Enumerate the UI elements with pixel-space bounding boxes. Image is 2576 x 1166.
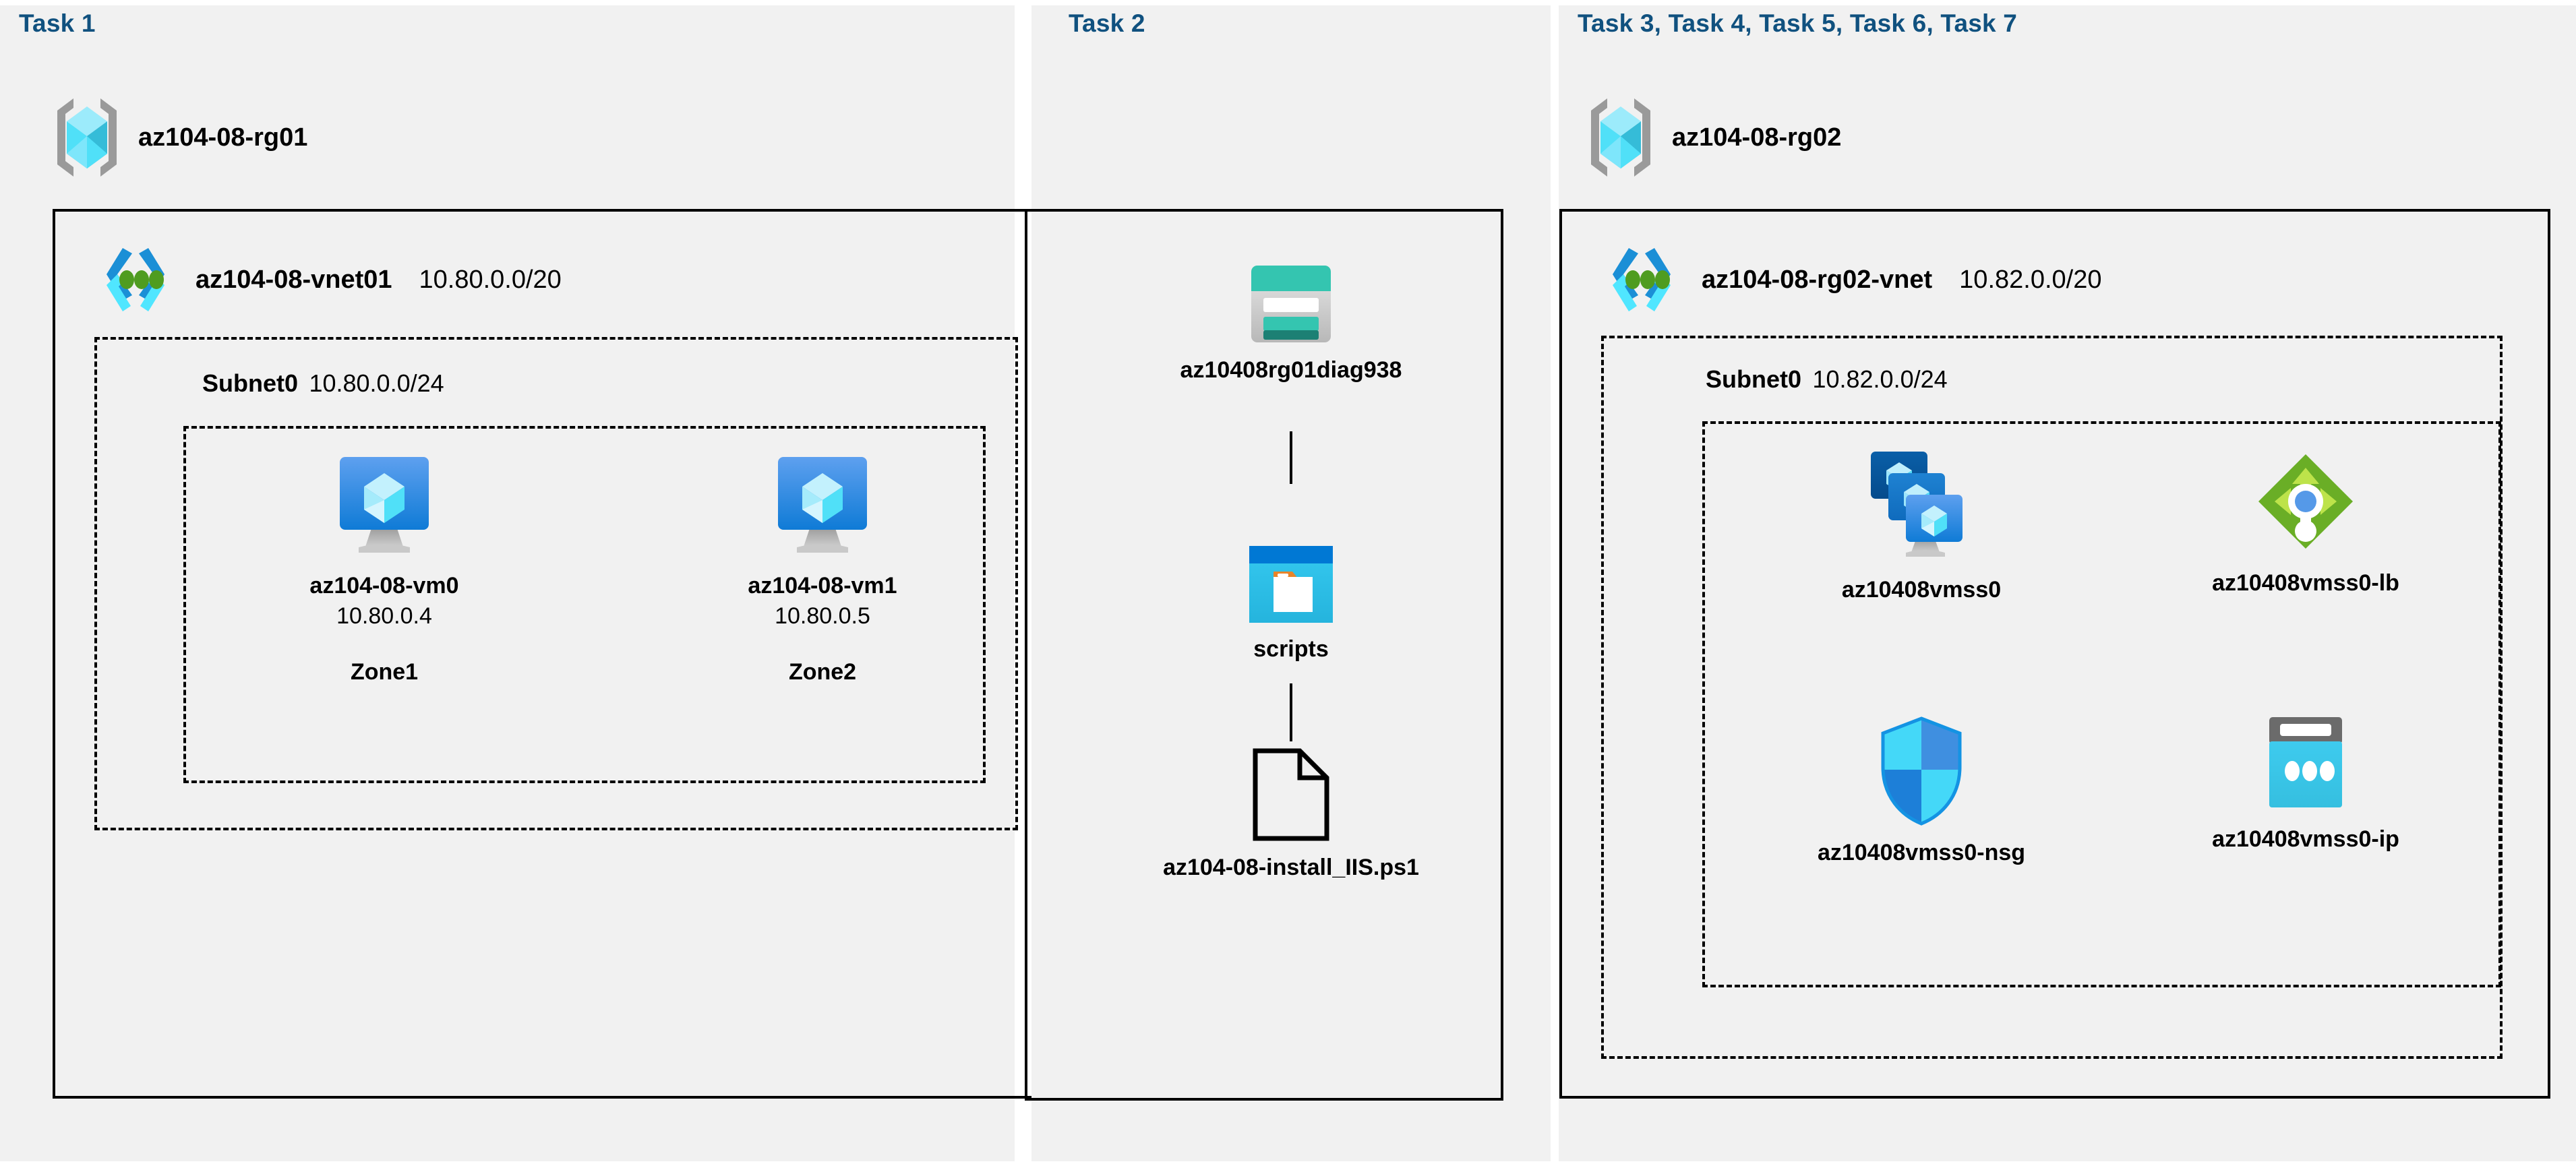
vm1-ip: 10.80.0.5 (775, 603, 870, 629)
vm1-label: az104-08-vm1 (748, 573, 897, 599)
blob-container-icon (1248, 545, 1334, 624)
vnet01-name: az104-08-vnet01 (196, 265, 392, 294)
vmss-label: az10408vmss0 (1841, 577, 2002, 603)
vm0-zone: Zone1 (350, 659, 419, 685)
task3to7-panel (1559, 5, 2576, 1161)
resource-group-icon (51, 94, 123, 181)
rg02-vnet-header: az104-08-rg02-vnet 10.82.0.0/20 (1599, 243, 2101, 317)
nsg-az10408vmss0-nsg: az10408vmss0-nsg (1780, 714, 2063, 866)
vm-scale-set-icon (1861, 445, 1981, 565)
virtual-network-icon (1599, 243, 1684, 317)
subnet0-name: Subnet0 (1706, 365, 1802, 393)
subnet0-boundary-task1 (94, 337, 1018, 830)
vm0-label: az104-08-vm0 (309, 573, 459, 599)
subnet0-cidr: 10.80.0.0/24 (309, 369, 444, 397)
load-balancer-icon (2249, 445, 2362, 558)
file-az104-08-install-iis: az104-08-install_IIS.ps1 (1163, 747, 1419, 881)
task3to7-title: Task 3, Task 4, Task 5, Task 6, Task 7 (1578, 9, 2018, 37)
subnet0-header-task3: Subnet0 10.82.0.0/24 (1706, 365, 1948, 394)
vnet01-cidr: 10.80.0.0/20 (419, 265, 562, 294)
resource-group-rg02: az104-08-rg02 (1584, 94, 1841, 181)
public-ip-label: az10408vmss0-ip (2212, 826, 2399, 852)
vm-az104-08-vm1: az104-08-vm1 10.80.0.5 Zone2 (705, 453, 940, 685)
lb-label: az10408vmss0-lb (2212, 570, 2399, 596)
subnet0-name: Subnet0 (202, 369, 299, 397)
rg02-vnet-cidr: 10.82.0.0/20 (1959, 265, 2102, 294)
vm-zone-boundary (183, 426, 986, 783)
public-ip-address-icon (2261, 714, 2350, 814)
subnet0-header-task1: Subnet0 10.80.0.0/24 (202, 369, 444, 398)
virtual-machine-icon (773, 453, 872, 561)
container-label: scripts (1253, 636, 1329, 662)
vmss-resources-boundary (1702, 421, 2501, 987)
subnet0-boundary-task3 (1601, 336, 2503, 1059)
rg02-vnet-boundary (1559, 209, 2550, 1099)
vm0-ip: 10.80.0.4 (336, 603, 432, 629)
storage-to-container-connector (1290, 431, 1292, 484)
file-label: az104-08-install_IIS.ps1 (1163, 855, 1419, 880)
resource-group-rg01: az104-08-rg01 (51, 94, 307, 181)
vnet01-header: az104-08-vnet01 10.80.0.0/20 (93, 243, 562, 317)
file-icon (1250, 747, 1332, 842)
task1-title: Task 1 (19, 9, 96, 37)
vm1-zone: Zone2 (788, 659, 857, 685)
vmss-az10408vmss0: az10408vmss0 (1780, 445, 2063, 603)
resource-group-label: az104-08-rg02 (1672, 123, 1842, 152)
resource-group-icon (1584, 94, 1657, 181)
storage-account-label: az10408rg01diag938 (1180, 357, 1402, 383)
virtual-network-icon (93, 243, 178, 317)
storage-account-icon (1249, 263, 1334, 345)
vm-az104-08-vm0: az104-08-vm0 10.80.0.4 Zone1 (266, 453, 502, 685)
nsg-label: az10408vmss0-nsg (1817, 840, 2026, 865)
storage-account-az10408rg01diag938: az10408rg01diag938 (1173, 263, 1409, 383)
rg02-vnet-name: az104-08-rg02-vnet (1702, 265, 1933, 294)
network-security-group-icon (1878, 714, 1965, 828)
load-balancer-az10408vmss0-lb: az10408vmss0-lb (2164, 445, 2447, 596)
container-to-file-connector (1290, 683, 1292, 741)
public-ip-az10408vmss0-ip: az10408vmss0-ip (2164, 714, 2447, 853)
task1-panel (0, 5, 1015, 1161)
resource-group-label: az104-08-rg01 (138, 123, 308, 152)
task2-boundary (1025, 209, 1503, 1101)
subnet0-cidr: 10.82.0.0/24 (1812, 365, 1948, 393)
virtual-machine-icon (334, 453, 434, 561)
blob-container-scripts: scripts (1173, 545, 1409, 663)
task2-title: Task 2 (1069, 9, 1145, 37)
